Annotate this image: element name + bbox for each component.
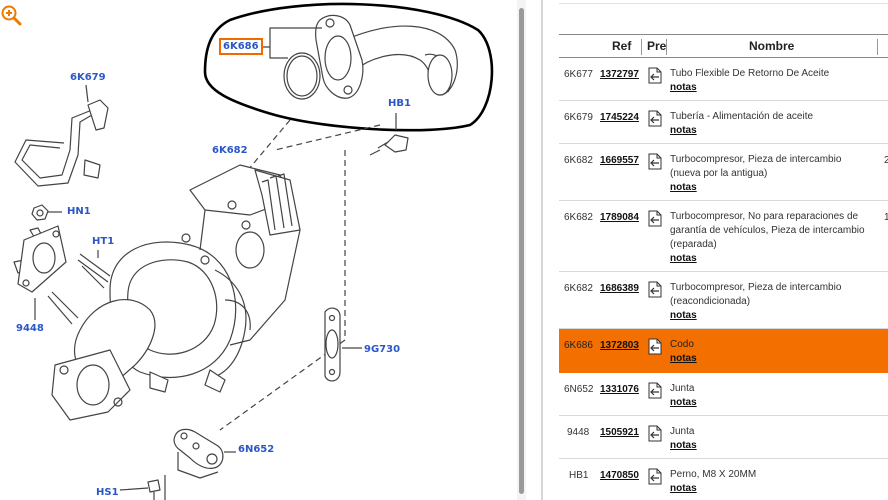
exchange-icon[interactable] xyxy=(646,109,664,128)
callout-hn1[interactable]: HN1 xyxy=(67,206,91,217)
row-description: Junta xyxy=(670,383,695,394)
table-row[interactable]: 6K682 1789084 Turbocompresor, No para re… xyxy=(559,201,888,272)
row-description: Tubo Flexible De Retorno De Aceite xyxy=(670,68,830,79)
row-code: 6K686 xyxy=(564,340,593,351)
notas-link[interactable]: notas xyxy=(670,82,697,93)
row-ref-link[interactable]: 1372803 xyxy=(600,340,639,351)
notas-link[interactable]: notas xyxy=(670,353,697,364)
row-code: 9448 xyxy=(567,427,590,438)
row-code: 6K679 xyxy=(564,112,593,123)
row-name: Perno, M8 X 20MM notas xyxy=(670,468,866,496)
row-ref-link[interactable]: 1745224 xyxy=(600,112,639,123)
table-row[interactable]: 6K679 1745224 Tubería - Alimentación de … xyxy=(559,101,888,144)
row-name: Tubo Flexible De Retorno De Aceite notas xyxy=(670,67,866,95)
notas-link[interactable]: notas xyxy=(670,125,697,136)
row-description: Codo xyxy=(670,339,694,350)
row-ref-link[interactable]: 1789084 xyxy=(600,212,639,223)
exchange-icon[interactable] xyxy=(646,280,664,299)
table-header: Ref Pre Nombre xyxy=(559,34,888,58)
table-row[interactable]: 9448 1505921 Junta notas xyxy=(559,416,888,459)
row-ref-link[interactable]: 1372797 xyxy=(600,69,639,80)
row-code: 6N652 xyxy=(564,384,594,395)
table-row-selected[interactable]: 6K686 1372803 Codo notas xyxy=(559,329,888,373)
column-divider xyxy=(666,39,667,55)
row-code: 6K682 xyxy=(564,283,593,294)
parts-table: Ref Pre Nombre 6K677 1372797 Tubo Flexib… xyxy=(559,0,888,500)
row-quantity: 1 xyxy=(884,212,888,223)
notas-link[interactable]: notas xyxy=(670,440,697,451)
callout-9448[interactable]: 9448 xyxy=(16,323,44,334)
callout-ht1[interactable]: HT1 xyxy=(92,236,115,247)
column-header-ref[interactable]: Ref xyxy=(612,39,632,53)
row-description: Perno, M8 X 20MM xyxy=(670,469,757,480)
row-name: Turbocompresor, Pieza de intercambio (re… xyxy=(670,281,866,323)
notas-link[interactable]: notas xyxy=(670,310,697,321)
row-ref-link[interactable]: 1470850 xyxy=(600,470,639,481)
notas-link[interactable]: notas xyxy=(670,397,697,408)
row-name: Junta notas xyxy=(670,425,866,453)
row-description: Turbocompresor, Pieza de intercambio (re… xyxy=(670,282,842,307)
table-row[interactable]: 6N652 1331076 Junta notas xyxy=(559,373,888,416)
column-divider xyxy=(641,39,642,55)
exchange-icon[interactable] xyxy=(646,337,664,356)
row-name: Codo notas xyxy=(670,338,866,366)
row-ref-link[interactable]: 1505921 xyxy=(600,427,639,438)
row-name: Junta notas xyxy=(670,382,866,410)
row-description: Turbocompresor, No para reparaciones de … xyxy=(670,211,865,250)
row-description: Turbocompresor, Pieza de intercambio (nu… xyxy=(670,154,842,179)
row-quantity: 2 xyxy=(884,155,888,166)
exchange-icon[interactable] xyxy=(646,424,664,443)
row-description: Tubería - Alimentación de aceite xyxy=(670,111,814,122)
divider xyxy=(559,3,888,4)
diagram-scrollbar-thumb[interactable] xyxy=(519,8,524,494)
callout-6k679[interactable]: 6K679 xyxy=(70,72,106,83)
row-name: Turbocompresor, No para reparaciones de … xyxy=(670,210,866,266)
callout-6k682[interactable]: 6K682 xyxy=(212,145,248,156)
row-ref-link[interactable]: 1686389 xyxy=(600,283,639,294)
exchange-icon[interactable] xyxy=(646,381,664,400)
parts-diagram[interactable]: 6K686 6K679 6K682 HB1 HN1 HT1 9448 9G730… xyxy=(0,0,515,500)
column-header-nombre[interactable]: Nombre xyxy=(749,39,795,53)
column-header-pre[interactable]: Pre xyxy=(647,39,667,53)
row-name: Tubería - Alimentación de aceite notas xyxy=(670,110,866,138)
exchange-icon[interactable] xyxy=(646,209,664,228)
row-code: 6K682 xyxy=(564,212,593,223)
callout-9g730[interactable]: 9G730 xyxy=(364,344,401,355)
exchange-icon[interactable] xyxy=(646,66,664,85)
row-code: 6K682 xyxy=(564,155,593,166)
zoom-in-icon[interactable] xyxy=(0,4,22,26)
exploded-view-drawing xyxy=(13,2,494,500)
notas-link[interactable]: notas xyxy=(670,483,697,494)
table-row[interactable]: HB1 1470850 Perno, M8 X 20MM notas xyxy=(559,459,888,500)
row-ref-link[interactable]: 1669557 xyxy=(600,155,639,166)
callout-6k686[interactable]: 6K686 xyxy=(219,38,263,55)
notas-link[interactable]: notas xyxy=(670,253,697,264)
callout-hb1[interactable]: HB1 xyxy=(388,98,411,109)
callout-6n652[interactable]: 6N652 xyxy=(238,444,275,455)
row-ref-link[interactable]: 1331076 xyxy=(600,384,639,395)
row-name: Turbocompresor, Pieza de intercambio (nu… xyxy=(670,153,866,195)
exchange-icon[interactable] xyxy=(646,467,664,486)
notas-link[interactable]: notas xyxy=(670,182,697,193)
exchange-icon[interactable] xyxy=(646,152,664,171)
table-row[interactable]: 6K677 1372797 Tubo Flexible De Retorno D… xyxy=(559,58,888,101)
table-row[interactable]: 6K682 1686389 Turbocompresor, Pieza de i… xyxy=(559,272,888,329)
pane-splitter[interactable] xyxy=(541,0,543,500)
column-divider xyxy=(877,39,878,55)
table-row[interactable]: 6K682 1669557 Turbocompresor, Pieza de i… xyxy=(559,144,888,201)
row-code: HB1 xyxy=(569,470,589,481)
row-code: 6K677 xyxy=(564,69,593,80)
callout-hs1[interactable]: HS1 xyxy=(96,487,119,498)
row-description: Junta xyxy=(670,426,695,437)
